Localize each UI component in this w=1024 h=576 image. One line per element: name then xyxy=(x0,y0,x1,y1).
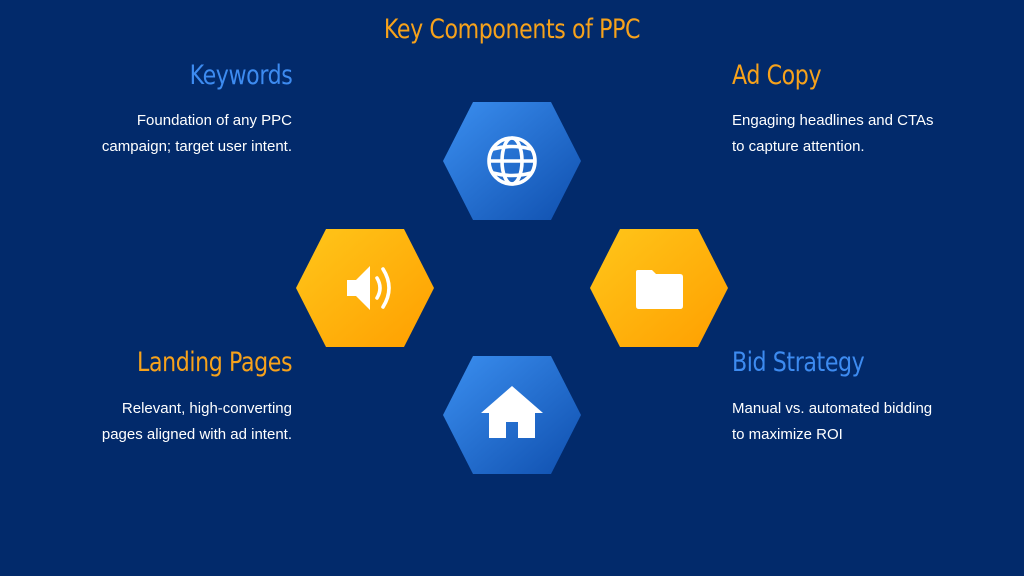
globe-icon xyxy=(487,136,537,186)
speaker-icon xyxy=(347,266,391,310)
home-icon xyxy=(481,386,543,438)
bid-strategy-hexagon xyxy=(443,356,581,474)
keywords-description-line2: campaign; target user intent. xyxy=(101,138,292,155)
ad-copy-description: Engaging headlines and CTAs to capture a… xyxy=(732,108,992,160)
keywords-description-line1: Foundation of any PPC xyxy=(136,112,292,129)
landing-pages-hexagon xyxy=(296,229,434,347)
keywords-hexagon xyxy=(443,102,581,220)
ad-copy-heading: Ad Copy xyxy=(732,60,822,91)
bid-strategy-heading: Bid Strategy xyxy=(732,347,865,378)
keywords-description: Foundation of any PPC campaign; target u… xyxy=(32,108,292,160)
landing-pages-description-line1: Relevant, high-converting xyxy=(121,400,292,417)
ad-copy-hexagon xyxy=(590,229,728,347)
folder-icon xyxy=(636,270,683,309)
ad-copy-description-line1: Engaging headlines and CTAs xyxy=(732,112,934,129)
keywords-heading: Keywords xyxy=(189,60,292,91)
bid-strategy-description-line2: to maximize ROI xyxy=(732,426,843,443)
landing-pages-description: Relevant, high-converting pages aligned … xyxy=(32,396,292,448)
landing-pages-heading: Landing Pages xyxy=(136,347,292,378)
slide-title: Key Components of PPC xyxy=(383,14,641,45)
bid-strategy-description: Manual vs. automated bidding to maximize… xyxy=(732,396,992,448)
ad-copy-description-line2: to capture attention. xyxy=(732,138,865,155)
landing-pages-description-line2: pages aligned with ad intent. xyxy=(101,426,292,443)
bid-strategy-description-line1: Manual vs. automated bidding xyxy=(732,400,933,417)
